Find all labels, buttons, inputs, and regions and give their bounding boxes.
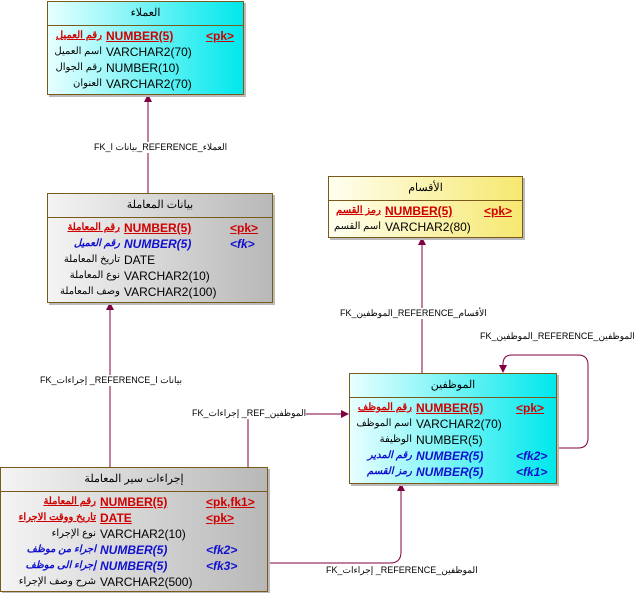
table-transaction-data[interactable]: بيانات المعاملة رقم المعاملة NUMBER(5) <pk>… — [47, 193, 273, 303]
table-transaction-procedures[interactable]: إجراءات سير المعاملة رقم المعاملة NUMBER(5… — [0, 467, 268, 592]
column-row[interactable]: رقم الموظف NUMBER(5) <pk> — [350, 400, 556, 416]
column-row[interactable]: رقم العميل NUMBER(5) <pk> — [48, 28, 243, 44]
column-name: رقم الجوال — [55, 62, 102, 73]
column-type: VARCHAR2(10) — [100, 527, 186, 541]
column-type: NUMBER(5) — [416, 465, 484, 479]
column-name: اسم القسم — [333, 221, 381, 232]
column-name: العنوان — [73, 78, 102, 89]
column-type: VARCHAR2(80) — [385, 220, 471, 234]
column-name: رمز القسم — [336, 205, 381, 216]
column-type: NUMBER(10) — [106, 61, 180, 75]
column-row[interactable]: رمز القسم NUMBER(5) <fk1> — [350, 464, 556, 480]
column-name: نوع الإجراء — [51, 528, 96, 539]
link-label: FK_إجراءات _REFERENCE_الموظفين — [326, 565, 478, 576]
column-type: VARCHAR2(10) — [124, 269, 210, 283]
column-key: <fk2> — [516, 449, 548, 463]
column-row[interactable]: الوظيفة NUMBER(5) — [350, 432, 556, 448]
column-key: <pk> — [516, 401, 545, 415]
column-type: NUMBER(5) — [124, 237, 192, 251]
link-label: FK_إجراءات _REF_الموظفين — [192, 408, 307, 419]
link-label: FK_إجراءات _REFERENCE_بيانات ا — [40, 375, 182, 386]
column-row[interactable]: اسم الموظف VARCHAR2(70) — [350, 416, 556, 432]
table-title: بيانات المعاملة — [48, 194, 272, 218]
column-row[interactable]: نوع المعاملة VARCHAR2(10) — [48, 268, 272, 284]
column-name: رمز القسم — [367, 466, 412, 477]
column-key: <pk> — [206, 29, 235, 43]
column-row[interactable]: اجراء من موظف NUMBER(5) <fk2> — [1, 542, 267, 558]
column-row[interactable]: رقم المعاملة NUMBER(5) <pk> — [48, 220, 272, 236]
column-row[interactable]: إجراء الى موظف NUMBER(5) <fk3> — [1, 558, 267, 574]
column-row[interactable]: رمز القسم NUMBER(5) <pk> — [329, 203, 522, 219]
column-row[interactable]: رقم العميل NUMBER(5) <fk> — [48, 236, 272, 252]
column-key: <pk,fk1> — [206, 495, 255, 509]
column-row[interactable]: رقم المدير NUMBER(5) <fk2> — [350, 448, 556, 464]
column-type: DATE — [100, 511, 132, 525]
column-name: رقم العميل — [73, 238, 120, 249]
column-key: <pk> — [484, 204, 513, 218]
table-title: إجراءات سير المعاملة — [1, 468, 267, 492]
table-title: الأقسام — [329, 177, 522, 201]
column-type: NUMBER(5) — [100, 543, 168, 557]
column-name: رقم المدير — [367, 450, 412, 461]
column-key: <fk1> — [516, 465, 548, 479]
column-name: نوع المعاملة — [69, 270, 120, 281]
column-name: رقم العميل — [55, 30, 102, 41]
column-type: VARCHAR2(500) — [100, 575, 193, 589]
column-type: VARCHAR2(70) — [106, 77, 192, 91]
link-label: FK_الموظفين_REFERENCE_الموظفين — [480, 331, 634, 342]
column-row[interactable]: اسم القسم VARCHAR2(80) — [329, 219, 522, 235]
column-name: رقم الموظف — [357, 402, 412, 413]
column-row[interactable]: العنوان VARCHAR2(70) — [48, 76, 243, 92]
column-type: NUMBER(5) — [416, 401, 484, 415]
column-type: NUMBER(5) — [416, 449, 484, 463]
link-label: FK_الموظفين_REFERENCE_الأقسام — [340, 308, 487, 319]
column-row[interactable]: شرح وصف الإجراء VARCHAR2(500) — [1, 574, 267, 590]
column-type: NUMBER(5) — [106, 29, 174, 43]
column-type: NUMBER(5) — [124, 221, 192, 235]
column-row[interactable]: نوع الإجراء VARCHAR2(10) — [1, 526, 267, 542]
column-row[interactable]: وصف المعاملة VARCHAR2(100) — [48, 284, 272, 300]
link-employees-self[interactable] — [499, 354, 589, 449]
column-type: VARCHAR2(100) — [124, 285, 217, 299]
column-type: NUMBER(5) — [416, 433, 483, 447]
table-departments[interactable]: الأقسام رمز القسم NUMBER(5) <pk> اسم القسم VA… — [328, 176, 523, 238]
column-row[interactable]: تاريخ ووقت الاجراء DATE <pk> — [1, 510, 267, 526]
table-title: العملاء — [48, 2, 243, 26]
column-name: اجراء من موظف — [26, 544, 96, 555]
column-key: <pk> — [230, 221, 259, 235]
column-row[interactable]: رقم المعاملة NUMBER(5) <pk,fk1> — [1, 494, 267, 510]
column-name: وصف المعاملة — [60, 286, 120, 297]
column-name: اسم العميل — [54, 46, 102, 57]
column-name: الوظيفة — [379, 434, 412, 445]
table-title: الموظفين — [350, 374, 556, 398]
column-name: رقم المعاملة — [43, 496, 96, 507]
column-type: DATE — [124, 253, 156, 267]
column-type: VARCHAR2(70) — [106, 45, 192, 59]
column-type: NUMBER(5) — [100, 559, 168, 573]
link-procedures-employees[interactable] — [268, 483, 405, 564]
column-name: تاريخ المعاملة — [63, 254, 120, 265]
column-type: NUMBER(5) — [385, 204, 453, 218]
column-row[interactable]: تاريخ المعاملة DATE — [48, 252, 272, 268]
column-name: شرح وصف الإجراء — [18, 576, 96, 587]
column-name: اسم الموظف — [356, 418, 412, 429]
column-key: <fk2> — [206, 543, 238, 557]
column-type: NUMBER(5) — [100, 495, 168, 509]
link-procedures-employees-ref[interactable] — [247, 410, 349, 467]
column-type: VARCHAR2(70) — [416, 417, 502, 431]
column-row[interactable]: اسم العميل VARCHAR2(70) — [48, 44, 243, 60]
column-name: إجراء الى موظف — [25, 560, 96, 571]
column-key: <fk3> — [206, 559, 238, 573]
column-key: <pk> — [206, 511, 235, 525]
column-row[interactable]: رقم الجوال NUMBER(10) — [48, 60, 243, 76]
column-name: تاريخ ووقت الاجراء — [18, 512, 96, 523]
column-key: <fk> — [230, 237, 255, 251]
column-name: رقم المعاملة — [67, 222, 120, 233]
link-label: FK_بيانات ا_REFERENCE_العملاء — [94, 142, 228, 153]
